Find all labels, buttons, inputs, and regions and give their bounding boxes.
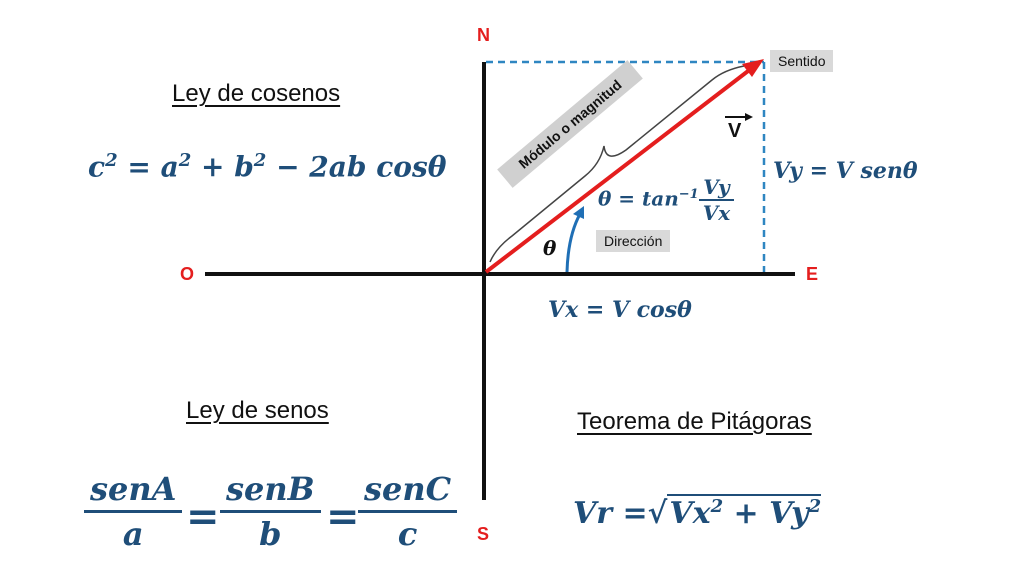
vector-arrow <box>484 66 754 274</box>
sqrt-radicand: Vx2 + Vy2 <box>667 494 822 531</box>
cardinal-west: O <box>180 264 195 284</box>
sines-equals-1: = <box>186 493 220 540</box>
sense-label: Sentido <box>770 50 834 72</box>
formula-pythagoras: Vr =√Vx2 + Vy2 <box>573 494 822 531</box>
heading-cosines: Ley de cosenos <box>172 80 341 107</box>
angle-arc <box>565 213 582 273</box>
vector-label: V <box>728 120 742 142</box>
formula-vy: Vy = V senθ <box>773 158 918 184</box>
vector-overline-arrowhead <box>745 113 753 121</box>
heading-pythagoras: Teorema de Pitágoras <box>577 408 812 435</box>
direction-label: Dirección <box>596 230 671 252</box>
angle-arc-arrowhead <box>573 206 584 219</box>
formula-vx: Vx = V cosθ <box>548 297 692 323</box>
cardinal-south: S <box>477 524 490 544</box>
theta-label: θ <box>543 236 557 260</box>
sines-fraction-c: senC c <box>358 470 458 553</box>
formula-cosines: c2 = a2 + b2 − 2ab cosθ <box>88 150 447 184</box>
cardinal-north: N <box>477 25 490 45</box>
magnitude-brace <box>489 65 745 263</box>
sines-equals-2: = <box>326 493 360 540</box>
heading-sines: Ley de senos <box>186 397 329 424</box>
sines-fraction-a: senA a <box>84 470 183 553</box>
vector-arrowhead <box>742 59 764 77</box>
cardinal-east: E <box>806 264 819 284</box>
sines-fraction-b: senB b <box>220 470 321 553</box>
